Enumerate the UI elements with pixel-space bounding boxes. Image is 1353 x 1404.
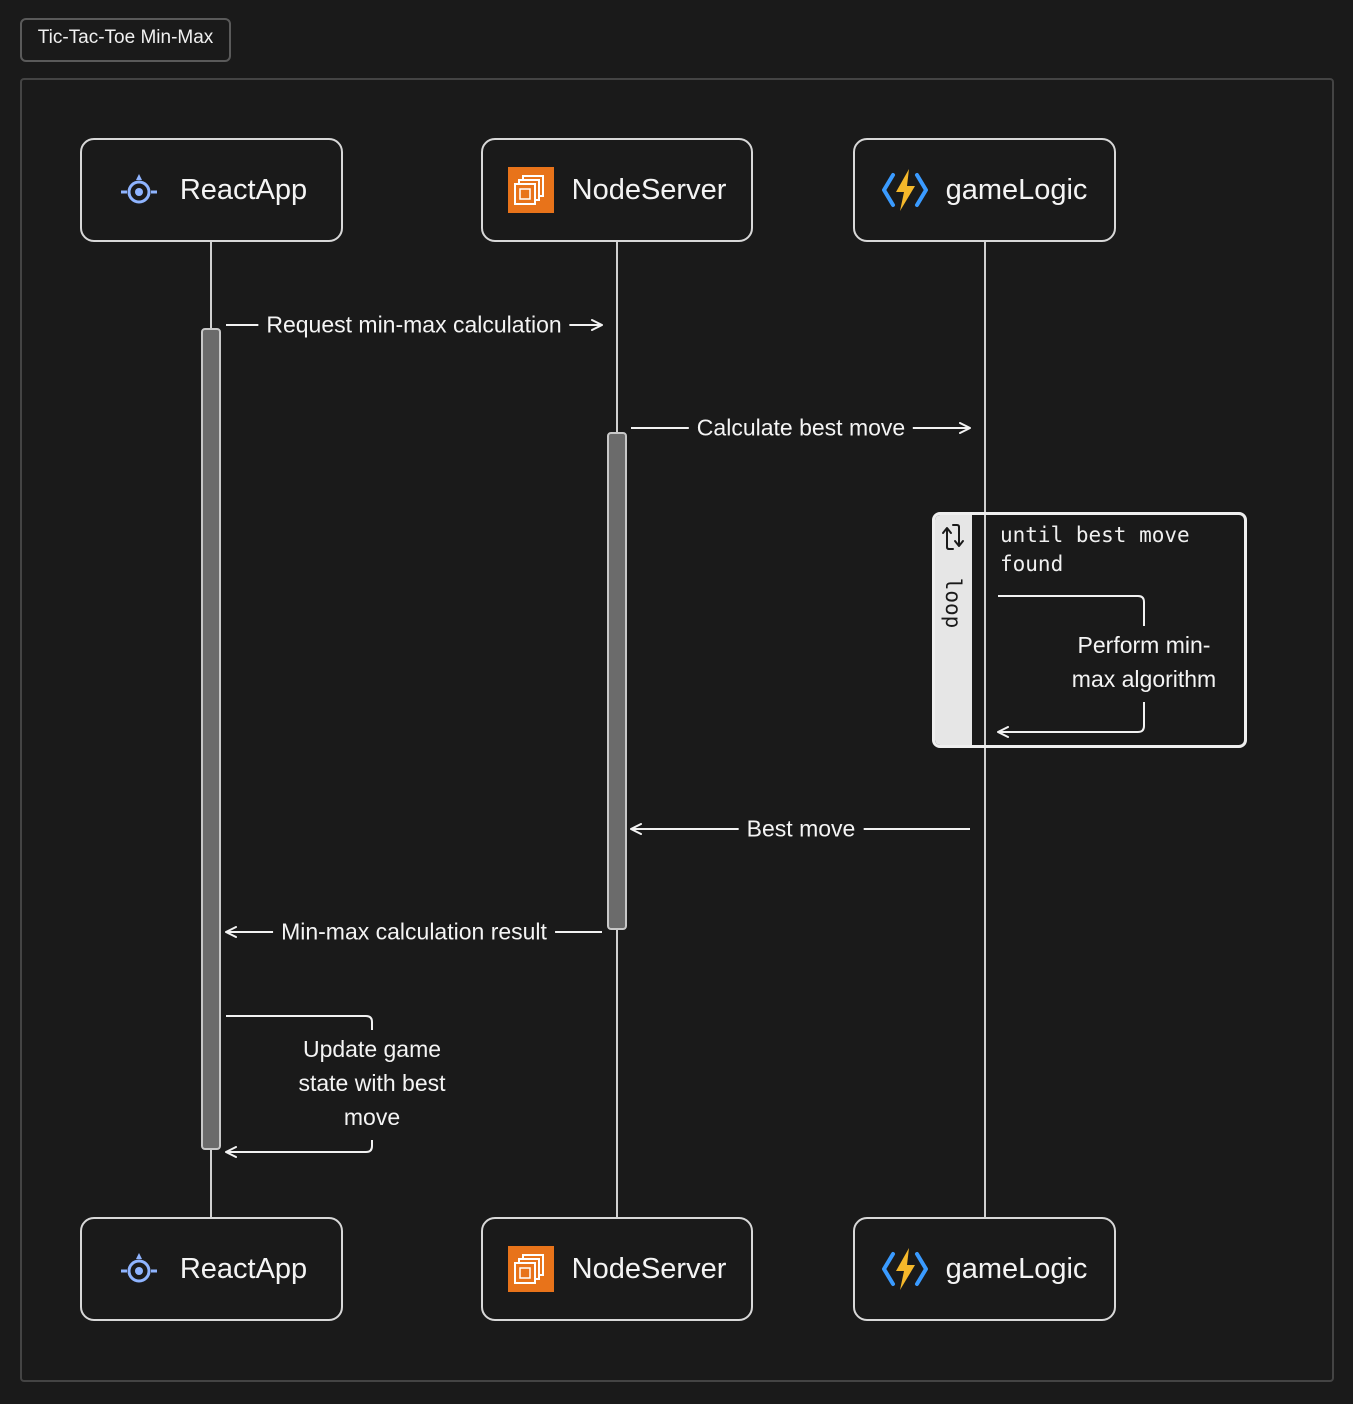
message-arrow-update <box>226 1015 373 1152</box>
message-label-request: Request min-max calculation <box>258 311 570 339</box>
self-message-label-perform: Perform min-max algorithm <box>1059 628 1229 696</box>
participant-label: ReactApp <box>179 173 308 206</box>
message-label-result: Min-max calculation result <box>273 918 555 946</box>
self-message-label-update: Update game state with best move <box>282 1032 462 1134</box>
loop-tag: loop <box>941 577 965 629</box>
participant-reactapp-top[interactable]: ReactApp <box>80 138 343 242</box>
message-label-best-move: Best move <box>738 815 864 843</box>
diagram-title: Tic-Tac-Toe Min-Max <box>20 18 231 62</box>
activation-reactapp <box>201 328 221 1150</box>
diagram-frame <box>20 78 1334 1382</box>
message-arrow-perform <box>998 595 1145 732</box>
loop-strip: loop <box>935 515 975 745</box>
azure-function-icon <box>881 167 928 213</box>
react-app-icon <box>116 1246 162 1292</box>
participant-label: NodeServer <box>571 173 727 206</box>
participant-label: NodeServer <box>571 1252 727 1285</box>
loop-condition: until best move found <box>1000 523 1190 576</box>
participant-reactapp-bottom[interactable]: ReactApp <box>80 1217 343 1321</box>
participant-label: ReactApp <box>179 1252 308 1285</box>
message-label-calculate: Calculate best move <box>688 414 914 442</box>
loop-icon <box>942 524 964 550</box>
react-app-icon <box>116 167 162 213</box>
ec2-server-icon <box>507 1246 554 1292</box>
participant-nodeserver-top[interactable]: NodeServer <box>481 138 753 242</box>
participant-gamelogic-bottom[interactable]: gameLogic <box>853 1217 1116 1321</box>
loop-fragment: loop until best move found <box>932 512 1247 748</box>
participant-label: gameLogic <box>945 173 1088 206</box>
ec2-server-icon <box>507 167 554 213</box>
participant-gamelogic-top[interactable]: gameLogic <box>853 138 1116 242</box>
activation-nodeserver <box>607 432 627 930</box>
participant-nodeserver-bottom[interactable]: NodeServer <box>481 1217 753 1321</box>
azure-function-icon <box>881 1246 928 1292</box>
participant-label: gameLogic <box>945 1252 1088 1285</box>
